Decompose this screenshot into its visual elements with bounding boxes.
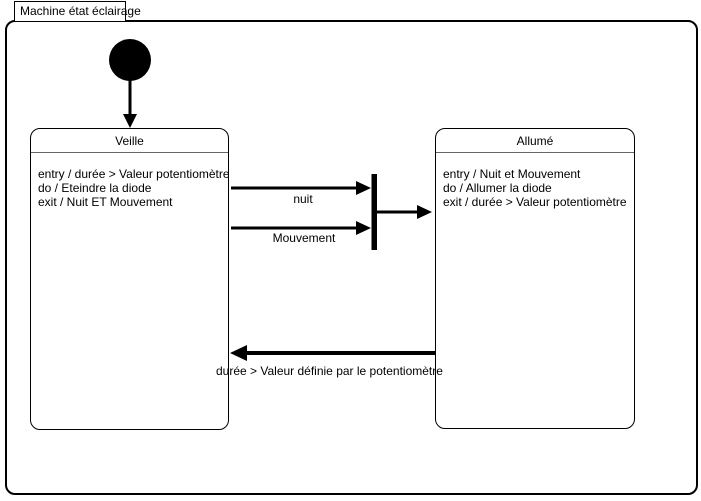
transition-nuit-arrow[interactable]	[231, 181, 371, 195]
state-allume-do-action: do / Allumer la diode	[443, 181, 552, 195]
state-allume-entry-action: entry / Nuit et Mouvement	[443, 167, 581, 181]
state-machine-frame[interactable]	[5, 20, 698, 495]
state-veille-title: Veille	[31, 129, 228, 153]
state-allume[interactable]: Allumé entry / Nuit et Mouvement do / Al…	[435, 128, 635, 429]
initial-state-node[interactable]	[109, 39, 151, 81]
transition-mouvement-label[interactable]: Mouvement	[272, 231, 336, 245]
join-bar[interactable]	[371, 174, 378, 250]
transition-join-to-allume-arrow[interactable]	[377, 205, 432, 219]
state-veille-entry-action: entry / durée > Valeur potentiomètre	[38, 167, 230, 181]
state-veille-exit-action: exit / Nuit ET Mouvement	[38, 195, 173, 209]
frame-title-tab[interactable]: Machine état éclairage	[14, 1, 141, 22]
arrowhead-right-icon	[417, 205, 432, 219]
state-veille-do-action: do / Eteindre la diode	[38, 181, 152, 195]
arrowhead-right-icon	[356, 221, 371, 235]
transition-nuit-label[interactable]: nuit	[293, 192, 313, 206]
arrowhead-down-icon	[123, 114, 137, 128]
state-veille-body: entry / durée > Valeur potentiomètre do …	[31, 153, 230, 209]
state-veille[interactable]: Veille entry / durée > Valeur potentiomè…	[30, 128, 230, 430]
arrowhead-left-icon	[230, 345, 247, 361]
transition-mouvement-arrow[interactable]	[231, 221, 371, 235]
transition-return-label[interactable]: durée > Valeur définie par le potentiomè…	[216, 364, 443, 378]
transition-initial-to-veille-arrow[interactable]	[123, 80, 137, 128]
state-allume-exit-action: exit / durée > Valeur potentiomètre	[443, 195, 627, 209]
arrowhead-right-icon	[356, 181, 371, 195]
frame-title: Machine état éclairage	[20, 4, 141, 18]
state-allume-title: Allumé	[436, 129, 634, 153]
transition-allume-to-veille-arrow[interactable]	[230, 345, 435, 361]
state-allume-body: entry / Nuit et Mouvement do / Allumer l…	[436, 153, 634, 209]
